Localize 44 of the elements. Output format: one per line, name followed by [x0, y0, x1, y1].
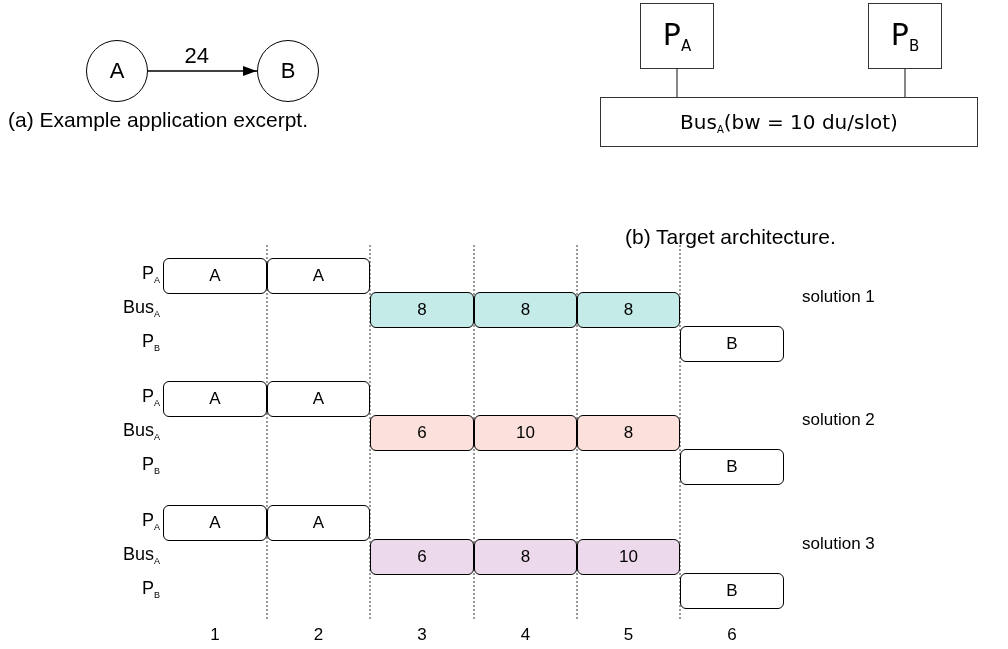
bus-slot: 8 [474, 292, 577, 328]
bus-slot: 10 [474, 415, 577, 451]
task-slot: B [680, 573, 784, 609]
processor-box: P$_{A}$ [640, 3, 714, 69]
solution-label: solution 1 [802, 288, 875, 307]
resource-label: P$_{B}$ [141, 455, 160, 477]
resource-label: Bus$_{A}$ [122, 421, 160, 443]
bus-slot: 8 [474, 539, 577, 575]
caption: (a) Example application excerpt. [8, 108, 308, 132]
task-slot: A [267, 505, 370, 541]
slot-number: 3 [417, 626, 427, 645]
resource-label: Bus$_{A}$ [122, 298, 160, 320]
bus-box: Bus$_{A}$(bw = 10 du/slot) [600, 97, 978, 147]
task-slot: A [163, 258, 267, 294]
task-slot: A [267, 381, 370, 417]
slot-number: 1 [210, 626, 220, 645]
solution-label: solution 2 [802, 411, 875, 430]
task-slot: A [163, 381, 267, 417]
resource-label: P$_{B}$ [141, 579, 160, 601]
arrow [147, 66, 258, 76]
bus-slot: 8 [370, 292, 474, 328]
bus-slot: 8 [577, 415, 680, 451]
bus-slot: 10 [577, 539, 680, 575]
task-slot: A [163, 505, 267, 541]
task-slot: A [267, 258, 370, 294]
bus-slot: 6 [370, 415, 474, 451]
caption: (b) Target architecture. [625, 225, 836, 249]
resource-label: Bus$_{A}$ [122, 545, 160, 567]
task-slot: B [680, 326, 784, 362]
slot-number: 5 [623, 626, 634, 645]
resource-label: P$_{B}$ [141, 332, 160, 354]
processor-box: P$_{B}$ [868, 3, 942, 69]
connector-line [904, 68, 906, 98]
task-slot: B [680, 449, 784, 485]
connector-line [676, 68, 678, 98]
slot-number: 4 [520, 626, 531, 645]
bus-slot: 6 [370, 539, 474, 575]
solution-label: solution 3 [802, 535, 875, 554]
resource-label: P$_{A}$ [141, 387, 160, 409]
slot-number: 6 [727, 626, 737, 645]
resource-label: P$_{A}$ [141, 264, 160, 286]
bus-slot: 8 [577, 292, 680, 328]
slot-number: 2 [313, 626, 324, 645]
resource-label: P$_{A}$ [141, 511, 160, 533]
